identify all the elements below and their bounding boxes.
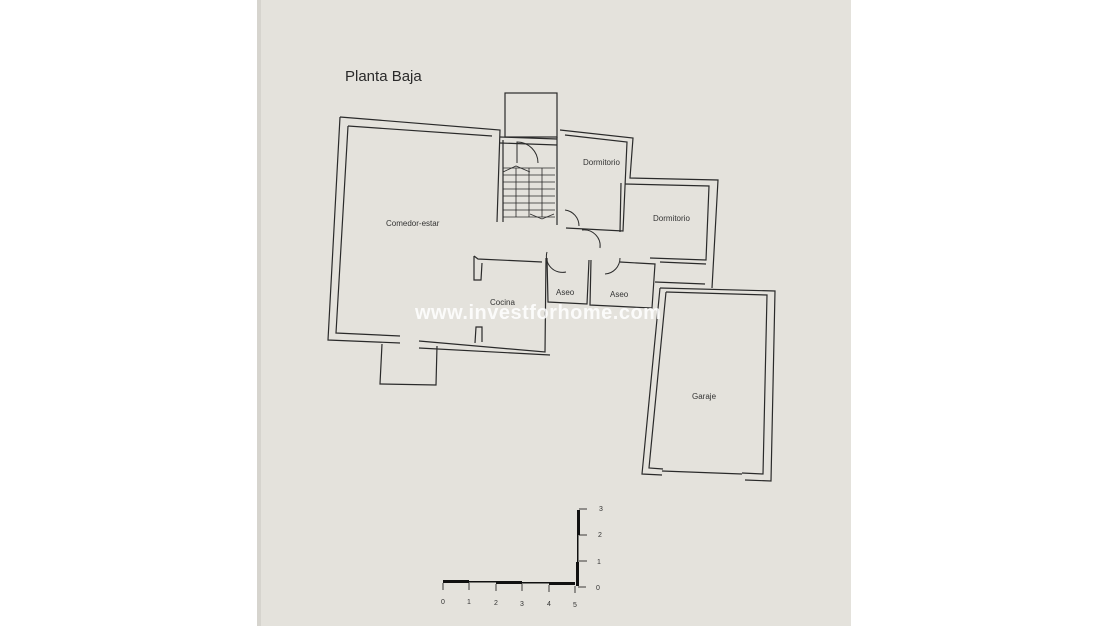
scale-tick-h2: 2	[494, 600, 498, 607]
room-label-aseo-1: Aseo	[556, 288, 575, 297]
scale-tick-v3: 3	[599, 506, 603, 513]
room-label-dormitorio-1: Dormitorio	[583, 158, 620, 167]
floor-plan-sheet	[257, 0, 851, 626]
scale-tick-h4: 4	[547, 601, 551, 608]
scale-tick-v2: 2	[598, 532, 602, 539]
room-label-garaje: Garaje	[692, 392, 717, 401]
room-label-comedor-estar: Comedor-estar	[386, 219, 440, 228]
plan-title: Planta Baja	[345, 68, 422, 85]
room-label-dormitorio-2: Dormitorio	[653, 214, 690, 223]
room-label-aseo-2: Aseo	[610, 290, 629, 299]
scale-tick-h3: 3	[520, 601, 524, 608]
scale-tick-h1: 1	[467, 599, 471, 606]
room-label-cocina: Cocina	[490, 298, 515, 307]
scale-tick-h5: 5	[573, 602, 577, 609]
scale-tick-v0: 0	[596, 585, 600, 592]
scale-tick-v1: 1	[597, 559, 601, 566]
scale-tick-h0: 0	[441, 599, 445, 606]
watermark: www.investforhome.com	[415, 302, 662, 324]
